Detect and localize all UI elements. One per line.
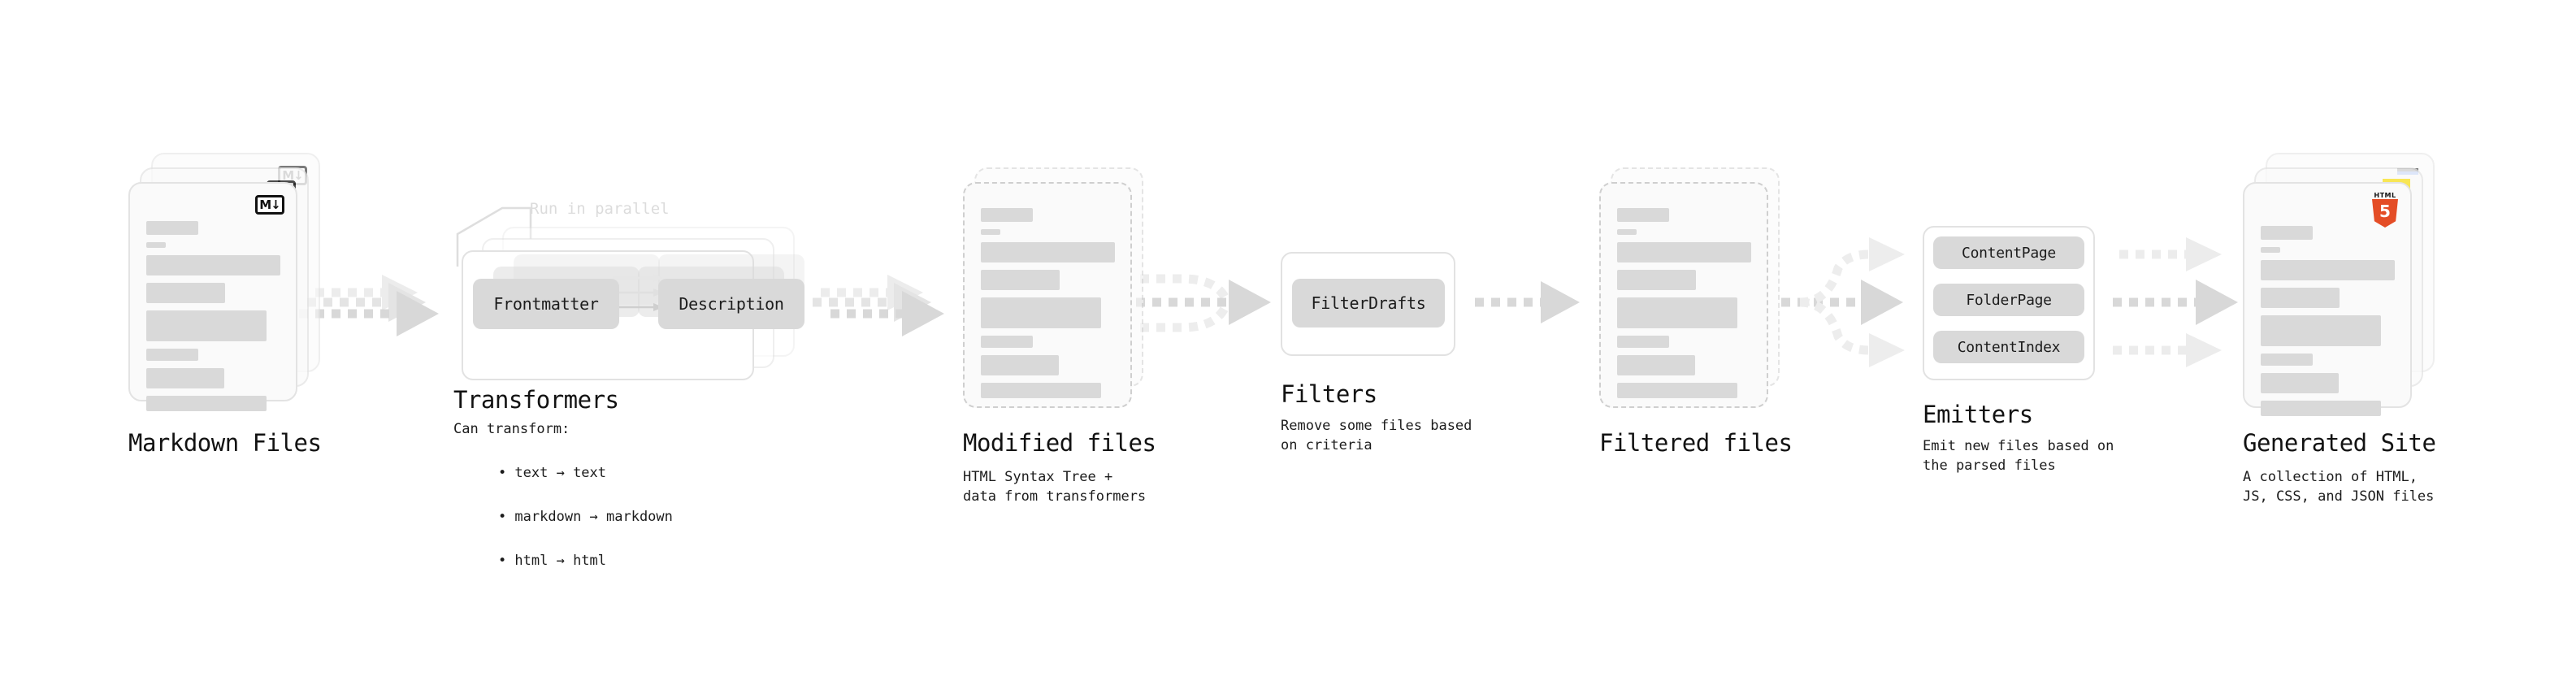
stage-title-transformers: Transformers [453, 386, 619, 414]
bullets-heading: Can transform: [453, 421, 570, 437]
stage-title-filtered-files: Filtered files [1599, 429, 1793, 457]
doc-line [2261, 315, 2381, 346]
doc-line [146, 283, 225, 303]
transformers-bullets: Can transform: • text → text • markdown … [453, 419, 673, 594]
emitter-pill-contentpage[interactable]: ContentPage [1933, 236, 2084, 269]
doc-line [2261, 288, 2340, 308]
stage-title-filters: Filters [1281, 380, 1377, 408]
doc-line [2261, 373, 2339, 393]
document-placeholder-lines [2261, 226, 2395, 423]
doc-line [981, 383, 1101, 398]
transformer-pill-description[interactable]: Description [658, 279, 804, 329]
doc-line [981, 229, 1000, 235]
arrow-transformers-to-modified [813, 275, 944, 336]
stage-subtitle-filters: Remove some files based on criteria [1281, 418, 1472, 453]
stage-subtitle-emitters: Emit new files based on the parsed files [1923, 438, 2114, 474]
filter-pill-filterdrafts[interactable]: FilterDrafts [1292, 279, 1445, 327]
arrow-filters-to-filtered [1475, 281, 1580, 323]
doc-line [146, 396, 267, 411]
modified-card-front[interactable] [963, 182, 1132, 408]
doc-line [981, 208, 1033, 222]
doc-line [1617, 336, 1669, 348]
doc-line [1617, 242, 1751, 262]
doc-line [1617, 297, 1737, 328]
filtered-card-front[interactable] [1599, 182, 1768, 408]
bullet-item: • markdown → markdown [497, 509, 673, 525]
doc-line [2261, 247, 2280, 253]
doc-line [981, 355, 1059, 375]
emitter-pill-folderpage[interactable]: FolderPage [1933, 284, 2084, 316]
doc-line [1617, 383, 1737, 398]
arrow-modified-to-filters [1136, 274, 1271, 332]
html5-badge-word: HTML [2374, 192, 2396, 199]
html5-badge-shield: 5 [2372, 199, 2398, 228]
emitter-pill-contentindex[interactable]: ContentIndex [1933, 331, 2084, 363]
stage-title-emitters: Emitters [1923, 401, 2033, 428]
arrow-filtered-to-emitters [1781, 237, 1905, 367]
doc-line [146, 310, 267, 341]
arrow-emitters-to-site [2113, 237, 2238, 367]
doc-line [146, 242, 166, 248]
doc-line [146, 221, 198, 235]
run-in-parallel-note: Run in parallel [530, 200, 670, 218]
stage-title-modified-files: Modified files [963, 429, 1156, 457]
bullet-item: • html → html [497, 553, 607, 569]
doc-line [1617, 355, 1695, 375]
doc-line [1617, 208, 1669, 222]
transformer-inner-arrows [613, 274, 663, 311]
document-placeholder-lines [1617, 208, 1751, 406]
bullet-item: • text → text [497, 465, 607, 481]
doc-line [981, 270, 1060, 290]
html5-badge: HTML 5 [2370, 192, 2400, 228]
stage-title-generated-site: Generated Site [2243, 429, 2436, 457]
doc-line [2261, 226, 2313, 240]
markdown-card-front[interactable]: M↓ [128, 182, 297, 411]
stage-subtitle-modified-files: HTML Syntax Tree + data from transformer… [963, 469, 1147, 505]
stage-title-markdown-files: Markdown Files [128, 429, 322, 457]
transformer-pill-frontmatter[interactable]: Frontmatter [473, 279, 619, 329]
doc-line [1617, 229, 1637, 235]
doc-line [2261, 354, 2313, 366]
doc-line [146, 368, 224, 388]
site-card-front[interactable]: HTML 5 [2243, 182, 2412, 416]
parallel-bracket-icon [456, 206, 532, 267]
doc-line [981, 336, 1033, 348]
doc-line [1617, 270, 1696, 290]
doc-line [2261, 260, 2395, 280]
document-placeholder-lines [146, 221, 280, 419]
markdown-badge: M↓ [255, 195, 284, 215]
doc-line [981, 297, 1101, 328]
document-placeholder-lines [981, 208, 1115, 406]
doc-line [146, 255, 280, 275]
doc-line [146, 349, 198, 361]
doc-line [981, 242, 1115, 262]
doc-line [2261, 401, 2381, 416]
stage-subtitle-generated-site: A collection of HTML, JS, CSS, and JSON … [2243, 469, 2435, 505]
